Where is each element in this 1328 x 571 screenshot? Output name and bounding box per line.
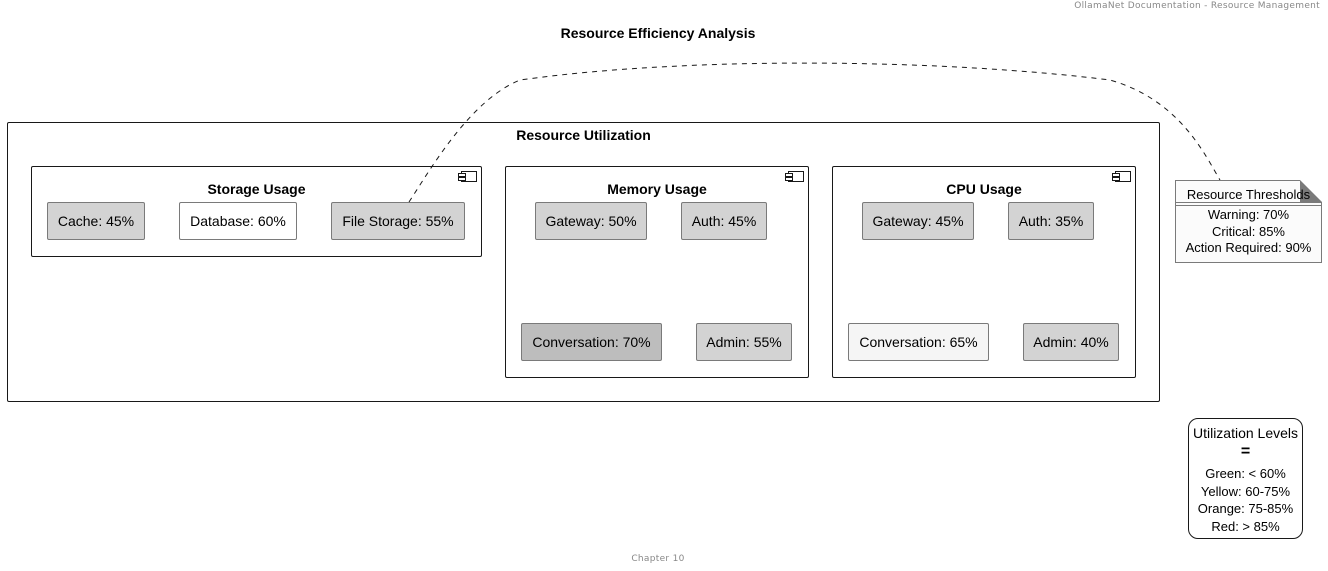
legend-line: Green: < 60% [1205, 466, 1286, 481]
note-line: Warning: 70% [1207, 207, 1290, 222]
cpu-usage-component: CPU Usage Gateway: 45% Auth: 35% Convers… [832, 166, 1136, 378]
note-title: Resource Thresholds [1186, 187, 1311, 202]
node-memory-admin: Admin: 55% [696, 323, 792, 361]
resource-thresholds-note: Resource Thresholds Warning: 70% Critica… [1175, 180, 1322, 263]
legend-separator: = [1240, 443, 1251, 460]
node-file-storage: File Storage: 55% [331, 202, 465, 240]
node-database: Database: 60% [179, 202, 297, 240]
storage-usage-component: Storage Usage Cache: 45% Database: 60% F… [31, 166, 482, 257]
component-icon [1112, 171, 1131, 182]
memory-usage-component: Memory Usage Gateway: 50% Auth: 45% Conv… [505, 166, 809, 378]
note-line: Action Required: 90% [1185, 240, 1312, 255]
diagram-title: Resource Efficiency Analysis [560, 25, 756, 41]
node-cache: Cache: 45% [47, 202, 145, 240]
utilization-legend: Utilization Levels = Green: < 60% Yellow… [1188, 418, 1303, 539]
component-icon [785, 171, 804, 182]
legend-line: Yellow: 60-75% [1200, 483, 1291, 499]
legend-line: Red: > 85% [1211, 518, 1280, 534]
note-connector-line [408, 62, 1221, 203]
node-memory-auth: Auth: 45% [681, 202, 767, 240]
note-line: Critical: 85% [1212, 223, 1285, 239]
legend-lines: Green: < 60% Yellow: 60-75% Orange: 75-8… [1189, 465, 1302, 535]
note-separator [1176, 202, 1321, 203]
node-cpu-auth: Auth: 35% [1008, 202, 1094, 240]
component-title: Storage Usage [207, 181, 306, 197]
node-memory-gateway: Gateway: 50% [535, 202, 647, 240]
note-fold-corner [1300, 180, 1322, 202]
note-separator [1176, 205, 1321, 206]
node-cpu-conversation: Conversation: 65% [848, 323, 989, 361]
note-lines: Warning: 70% Critical: 85% Action Requir… [1176, 207, 1321, 257]
group-title: Resource Utilization [516, 127, 651, 143]
page-footer: Chapter 10 [631, 554, 685, 564]
component-icon [458, 171, 477, 182]
node-cpu-admin: Admin: 40% [1023, 323, 1119, 361]
component-title: CPU Usage [946, 181, 1022, 197]
resource-utilization-group: Resource Utilization Storage Usage Cache… [7, 122, 1160, 402]
node-memory-conversation: Conversation: 70% [521, 323, 662, 361]
component-title: Memory Usage [607, 181, 707, 197]
page-header: OllamaNet Documentation - Resource Manag… [1074, 1, 1320, 11]
node-cpu-gateway: Gateway: 45% [862, 202, 974, 240]
legend-title: Utilization Levels [1192, 425, 1299, 441]
legend-line: Orange: 75-85% [1197, 501, 1294, 516]
